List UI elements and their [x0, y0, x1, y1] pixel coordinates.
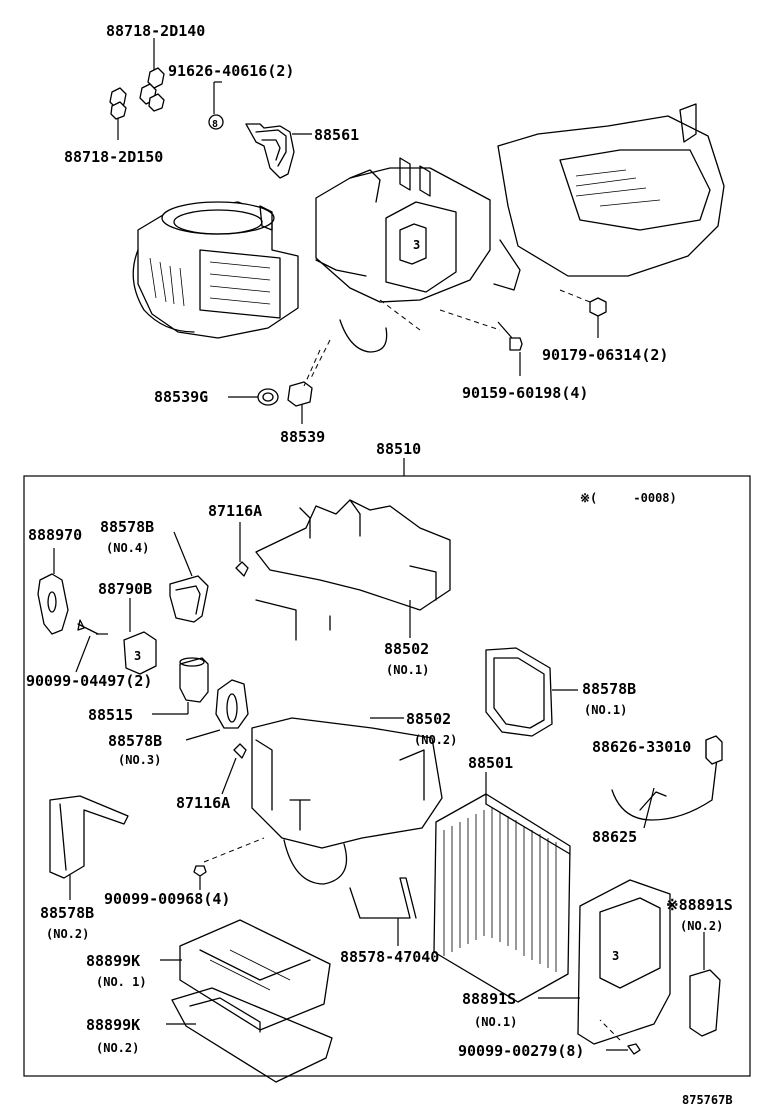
label-88718-2d150: 88718-2D150 [64, 148, 163, 166]
circled-number-text: 8 [212, 119, 218, 130]
label-90099-00279: 90099-00279(8) [458, 1042, 584, 1060]
assembly-box-88510 [23, 475, 751, 1077]
figure-id: 875767B [682, 1093, 733, 1107]
nut-90179 [589, 297, 607, 317]
label-88891s-no1: 88891S [462, 990, 516, 1008]
sensor-88625 [611, 735, 723, 821]
label-88561: 88561 [314, 126, 359, 144]
label-88578b-no4: 88578B [100, 518, 154, 536]
clip-88718-2d150 [109, 87, 127, 140]
part-88515 [179, 657, 209, 703]
label-88891s-no1-note: (NO.1) [474, 1015, 517, 1029]
bracket-88578-47040 [349, 877, 417, 919]
label-88578b-no3: 88578B [108, 732, 162, 750]
seal-88578b-no3 [215, 679, 249, 729]
label-88539: 88539 [280, 428, 325, 446]
clip-87116a-bottom [233, 743, 247, 759]
center-case: 3 [309, 157, 491, 381]
svg-text:3: 3 [413, 238, 420, 252]
seal-88578b-no4 [169, 575, 209, 623]
svg-text:3: 3 [612, 949, 619, 963]
screw-90099-00279 [627, 1043, 641, 1055]
seal-88578b-no1 [485, 647, 553, 737]
label-88899k-no1-note: (NO. 1) [96, 975, 147, 989]
label-88899k-no2: 88899K [86, 1016, 140, 1034]
case-88502-no2 [251, 717, 443, 885]
label-88626-33010: 88626-33010 [592, 738, 691, 756]
label-88515: 88515 [88, 706, 133, 724]
plug-88539 [287, 381, 313, 407]
label-90179-06314: 90179-06314(2) [542, 346, 668, 364]
clip-88718-2d140 [139, 38, 165, 112]
label-88578-47040: 88578-47040 [340, 948, 439, 966]
seal-88561 [245, 123, 295, 179]
label-88625: 88625 [592, 828, 637, 846]
label-88578b-no1-note: (NO.1) [584, 703, 627, 717]
part-88790b: 3 [123, 631, 157, 675]
circled-number-8 [208, 114, 224, 130]
blower-housing [132, 201, 299, 339]
label-91626-40616: 91626-40616(2) [168, 62, 294, 80]
gasket-888970 [37, 573, 69, 635]
label-88899k-no1: 88899K [86, 952, 140, 970]
label-no4: (NO.4) [106, 541, 149, 555]
label-88578b-no3-note: (NO.3) [118, 753, 161, 767]
label-88891s-no2-note: (NO.2) [680, 919, 723, 933]
evaporator-88501 [433, 793, 571, 1003]
label-88790b: 88790B [98, 580, 152, 598]
label-88578b-no2: 88578B [40, 904, 94, 922]
label-88501: 88501 [468, 754, 513, 772]
label-88578b-no1: 88578B [582, 680, 636, 698]
case-88502-no1 [255, 499, 451, 641]
label-88578b-no2-note: (NO.2) [46, 927, 89, 941]
label-90099-04497: 90099-04497(2) [26, 672, 152, 690]
seal-88578b-no2 [49, 795, 129, 879]
label-88502-no1-note: (NO.1) [386, 663, 429, 677]
label-90099-00968: 90099-00968(4) [104, 890, 230, 908]
label-888970: 888970 [28, 526, 82, 544]
bolt-90159 [509, 337, 523, 351]
label-88502-no2: 88502 [406, 710, 451, 728]
tray-88899k-no2 [171, 987, 333, 1083]
tray-88899k-no1 [179, 919, 331, 1031]
actuator-88891s-no1: 3 [577, 879, 671, 1045]
label-88502-no1: 88502 [384, 640, 429, 658]
screw-90099-04497 [77, 619, 99, 635]
label-88539g: 88539G [154, 388, 208, 406]
label-88718-2d140: 88718-2D140 [106, 22, 205, 40]
svg-text:3: 3 [134, 649, 141, 663]
label-88891s-no2: ※88891S [666, 896, 733, 914]
label-87116a-bottom: 87116A [176, 794, 230, 812]
label-88510: 88510 [376, 440, 421, 458]
screw-90099-00968 [193, 865, 207, 877]
heater-case [493, 103, 725, 291]
actuator-88891s-no2 [689, 969, 721, 1037]
grommet-88539g [257, 388, 279, 406]
label-88899k-no2-note: (NO.2) [96, 1041, 139, 1055]
label-90159-60198: 90159-60198(4) [462, 384, 588, 402]
label-87116a-top: 87116A [208, 502, 262, 520]
label-88502-no2-note: (NO.2) [414, 733, 457, 747]
clip-87116a-top [235, 561, 249, 577]
note-range: ※( -0008) [580, 491, 677, 505]
